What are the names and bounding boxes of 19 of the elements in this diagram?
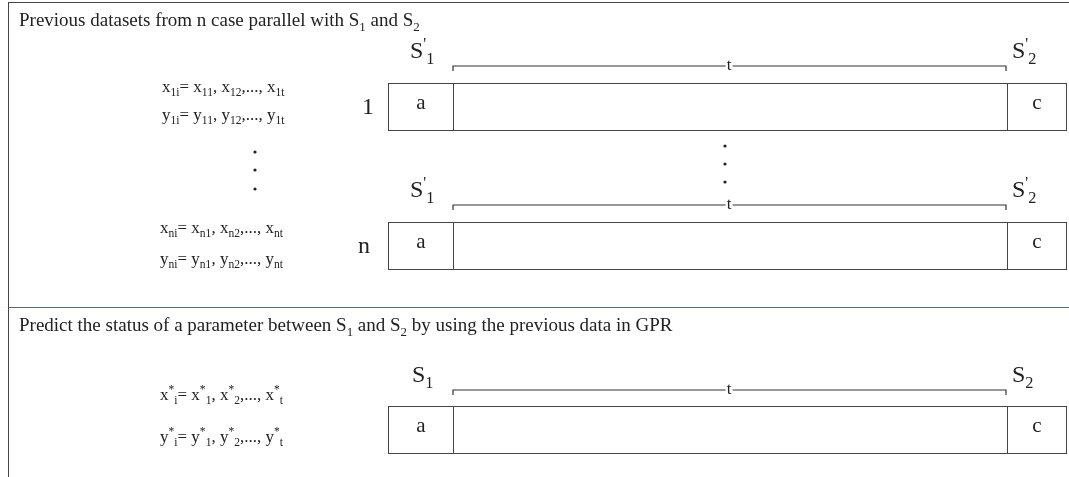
timeline-segment (453, 406, 1008, 454)
timeline-segment (453, 83, 1008, 131)
section-heading: Predict the status of a parameter between S$_{1}$ and S$_{2}$ by using the previous data in GPR (19, 314, 673, 336)
equation: y$_{1i}$= y$_{11}$, y$_{12}$,..., y$_{1t}$ (162, 106, 285, 123)
equation: x$_{ni}$= x$_{n1}$, x$_{n2}$,..., x$_{nt}$ (160, 219, 283, 236)
timeline-cell: a (388, 222, 454, 270)
timeline-cell: a (388, 406, 454, 454)
equation: y$_{ni}$= y$_{n1}$, y$_{n2}$,..., y$_{nt}$ (160, 250, 283, 267)
timeline-cell: c (1007, 222, 1067, 270)
timeline-segment (453, 222, 1008, 270)
equation: x$_{1i}$= x$_{11}$, x$_{12}$,..., x$_{1t}$ (162, 78, 285, 95)
boundary-symbol: S$_{1}$ (412, 362, 434, 386)
row-index: n (358, 233, 370, 257)
boundary-symbol: S$_{2}$ (1012, 362, 1034, 386)
section-heading: Previous datasets from n case parallel with S$_{1}$ and S$_{2}$ (19, 9, 420, 31)
timeline-cell: c (1007, 83, 1067, 131)
row-index: 1 (362, 94, 374, 118)
timeline-cell: c (1007, 406, 1067, 454)
timeline-cell: a (388, 83, 454, 131)
